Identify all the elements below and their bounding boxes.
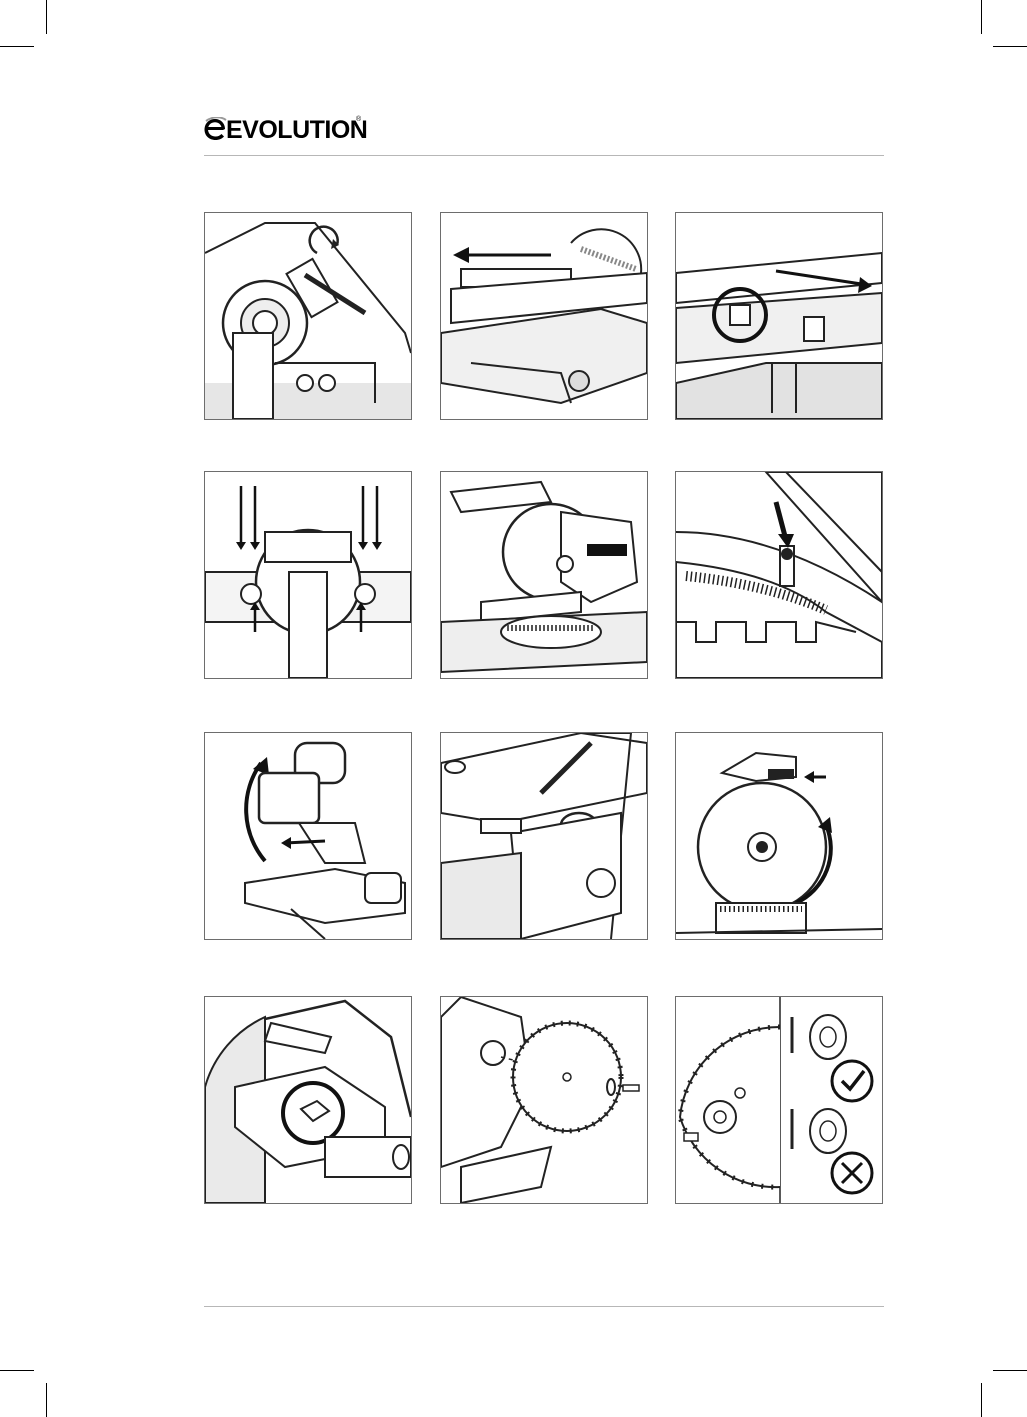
bevel-scale-pointer-illustration [676,472,882,678]
figure-panel-1 [204,212,412,420]
header-rule [204,155,884,156]
trademark-symbol: ® [356,116,361,123]
slide-rail-knob-illustration [441,733,647,939]
figure-panel-4 [204,471,412,679]
evolution-e-logo-icon [203,117,227,141]
spindle-lock-illustration [205,997,411,1203]
figure-panel-5 [440,471,648,679]
mitre-saw-overview-illustration [441,472,647,678]
figure-panel-12 [675,996,883,1204]
figure-panel-10 [204,996,412,1204]
crop-mark [981,1383,982,1417]
blade-assembly-exploded-illustration [441,997,647,1203]
saw-head-raise-illustration [205,733,411,939]
fence-slide-left-illustration [441,213,647,419]
brand-wordmark: EVOLUTION [226,115,367,145]
figure-panel-9 [675,732,883,940]
flange-orientation-check-illustration [676,997,882,1203]
figure-panel-7 [204,732,412,940]
check-mark-icon [832,1061,872,1101]
footer-rule [204,1306,884,1307]
knob-tighten-illustration [205,213,411,419]
crop-mark [993,46,1027,47]
crop-mark [981,0,982,34]
blade-guard-lever-illustration [676,733,882,939]
crop-mark [46,1383,47,1417]
figure-panel-11 [440,996,648,1204]
crop-mark [993,1370,1027,1371]
figure-panel-8 [440,732,648,940]
fence-bolts-illustration [205,472,411,678]
fence-clamp-illustration [676,213,882,419]
cross-mark-icon [832,1153,872,1193]
crop-mark [46,0,47,34]
figure-panel-2 [440,212,648,420]
crop-mark [0,46,34,47]
figure-panel-3 [675,212,883,420]
figure-panel-6 [675,471,883,679]
crop-mark [0,1370,34,1371]
